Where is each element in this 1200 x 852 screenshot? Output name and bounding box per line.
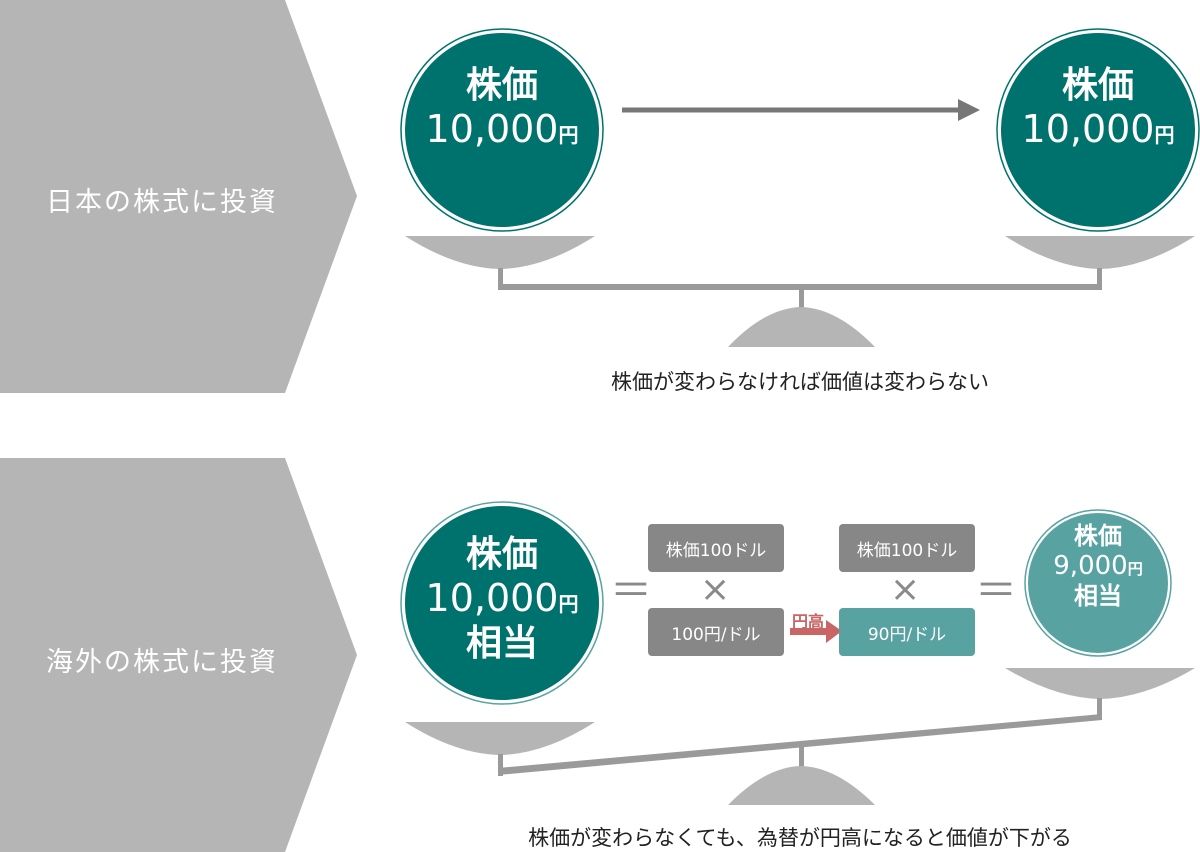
- scale-hanger-left: [498, 268, 503, 288]
- circle-overseas-left-suffix: 相当: [465, 622, 538, 664]
- circle-right-text: 株価 10,000円: [998, 64, 1198, 153]
- equals-sign-2: ＝: [975, 566, 1018, 615]
- section-overseas-caption: 株価が変わらなくても、為替が円高になると価値が下がる: [528, 826, 1072, 850]
- times-sign-1: ×: [700, 569, 731, 610]
- scale2-base: [728, 766, 875, 805]
- circle-left: [405, 33, 599, 227]
- circle-overseas-right-amount: 9,000: [1053, 550, 1128, 581]
- box-rate-1: 100円/ドル: [648, 608, 784, 656]
- circle-right-amount: 10,000: [1021, 107, 1155, 152]
- circle-overseas-right: [1028, 513, 1168, 653]
- section-japan-caption: 株価が変わらなければ価値は変わらない: [611, 370, 989, 394]
- scale-post: [799, 290, 804, 310]
- circle-right-title: 株価: [1061, 65, 1134, 106]
- circle-left-text: 株価 10,000円: [402, 64, 602, 153]
- arrow-head-icon: [958, 99, 980, 121]
- circle-overseas-right-unit: 円: [1127, 559, 1143, 578]
- circle-overseas-right-suffix: 相当: [1074, 581, 1122, 610]
- circle-left-unit: 円: [558, 123, 579, 148]
- circle-overseas-left-amount: 10,000: [425, 576, 559, 621]
- circle-left-amount: 10,000: [425, 107, 559, 152]
- equals-sign-1: ＝: [610, 566, 653, 615]
- section-overseas-label: 海外の株式に投資: [46, 647, 278, 678]
- circle-overseas-right-text: 株価 9,000円 相当: [1025, 522, 1171, 611]
- scale-pan-right: [1005, 236, 1195, 269]
- yendaka-label: 円高: [792, 612, 825, 631]
- scale2-post: [799, 746, 804, 768]
- circle-overseas-left-unit: 円: [558, 592, 579, 617]
- scale2-hanger-left: [498, 754, 503, 776]
- circle-overseas-left: [405, 506, 599, 700]
- yendaka-arrow-shaft: [790, 628, 828, 635]
- scale2-pan-left-full: [405, 722, 595, 755]
- scale2-pan-right: [1005, 668, 1195, 699]
- chevron-overseas: [0, 458, 357, 852]
- circle-right: [1001, 33, 1195, 227]
- scale-hanger-right: [1097, 268, 1102, 288]
- circle-left-title: 株価: [465, 65, 538, 106]
- scale-base: [728, 307, 875, 347]
- circle-right-unit: 円: [1154, 123, 1175, 148]
- times-sign-2: ×: [890, 569, 921, 610]
- circle-overseas-right-title: 株価: [1074, 522, 1122, 550]
- box-stock-price-2: 株価100ドル: [839, 524, 975, 572]
- box-rate-2: 90円/ドル: [839, 608, 975, 656]
- circle-overseas-left-text: 株価 10,000円 相当: [402, 533, 602, 665]
- scale2-beam: [498, 714, 1102, 775]
- chevron-japan: [0, 0, 357, 393]
- scale-pan-left: [405, 236, 595, 269]
- section-japan-label: 日本の株式に投資: [46, 187, 278, 218]
- scale2-hanger-right: [1097, 698, 1102, 718]
- yendaka-arrow-head-icon: [826, 620, 842, 643]
- circle-overseas-left-title: 株価: [465, 534, 538, 575]
- scale-beam: [498, 284, 1102, 290]
- box-stock-price-1: 株価100ドル: [648, 524, 784, 572]
